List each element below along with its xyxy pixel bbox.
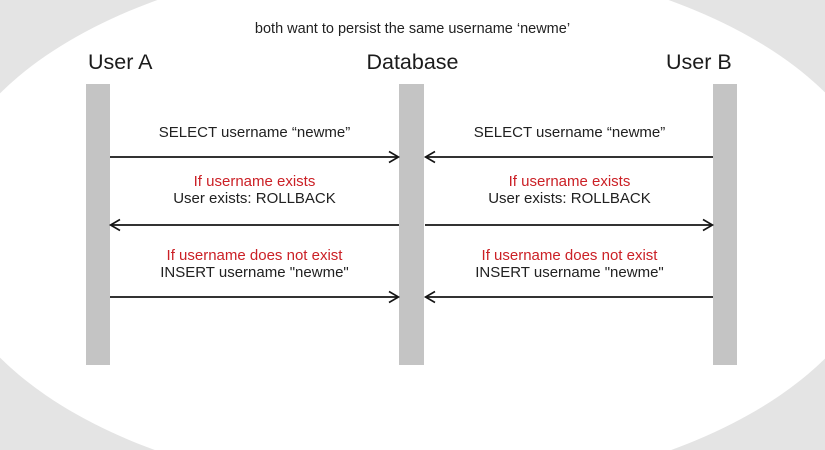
lifeline-database	[399, 84, 424, 365]
message-rollback-user-b: User exists: ROLLBACK	[488, 190, 651, 207]
actor-label-database: Database	[366, 50, 459, 74]
actor-label-user-b: User B	[666, 50, 732, 74]
diagram-title: both want to persist the same username ‘…	[254, 21, 571, 37]
actor-label-user-a: User A	[88, 50, 153, 74]
lifeline-user-a	[86, 84, 110, 365]
message-select-user-a: SELECT username “newme”	[158, 124, 351, 141]
message-rollback-user-a: User exists: ROLLBACK	[173, 190, 336, 207]
condition-exists-user-b: If username exists	[508, 173, 631, 190]
condition-not-exists-user-b: If username does not exist	[481, 247, 658, 264]
message-insert-user-b: INSERT username "newme"	[475, 264, 664, 281]
condition-not-exists-user-a: If username does not exist	[166, 247, 343, 264]
message-insert-user-a: INSERT username "newme"	[160, 264, 349, 281]
condition-exists-user-a: If username exists	[193, 173, 316, 190]
lifeline-user-b	[713, 84, 737, 365]
message-select-user-b: SELECT username “newme”	[473, 124, 666, 141]
